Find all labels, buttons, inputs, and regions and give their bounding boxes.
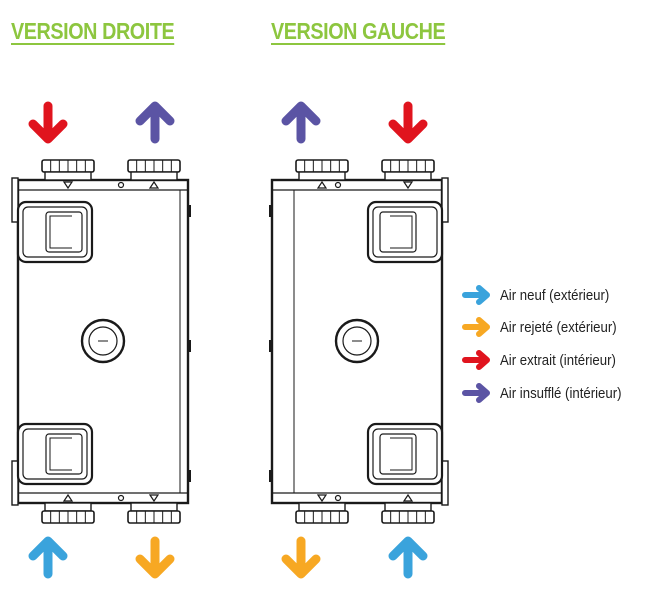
legend-label: Air insufflé (intérieur) bbox=[500, 384, 622, 402]
arrow-shape bbox=[462, 285, 490, 305]
arrow-right-icon bbox=[462, 285, 490, 305]
legend-label: Air neuf (extérieur) bbox=[500, 286, 610, 304]
title-version-droite: VERSION DROITE bbox=[11, 18, 175, 44]
legend-item-air-rejete: Air rejeté (extérieur) bbox=[462, 316, 633, 338]
arrow-air-rejete-icon bbox=[135, 536, 175, 579]
arrow-right-icon bbox=[462, 317, 490, 337]
arrow-air-neuf-icon bbox=[28, 536, 68, 579]
arrow-air-extrait-icon bbox=[388, 101, 428, 144]
arrow-shape bbox=[462, 317, 490, 337]
arrow-shape bbox=[462, 383, 490, 403]
legend-label: Air rejeté (extérieur) bbox=[500, 318, 617, 336]
arrow-right-icon bbox=[462, 350, 490, 370]
title-version-gauche: VERSION GAUCHE bbox=[271, 18, 446, 44]
unit-version-droite bbox=[11, 159, 191, 524]
legend-label: Air extrait (intérieur) bbox=[500, 351, 616, 369]
legend-item-air-insuffle: Air insufflé (intérieur) bbox=[462, 382, 638, 404]
arrow-air-neuf-icon bbox=[388, 536, 428, 579]
arrow-air-insuffle-icon bbox=[135, 101, 175, 144]
legend-item-air-extrait: Air extrait (intérieur) bbox=[462, 349, 632, 371]
arrow-air-insuffle-icon bbox=[281, 101, 321, 144]
legend-item-air-neuf: Air neuf (extérieur) bbox=[462, 284, 624, 306]
arrow-right-icon bbox=[462, 383, 490, 403]
arrow-shape bbox=[462, 350, 490, 370]
arrow-air-extrait-icon bbox=[28, 101, 68, 144]
arrow-air-rejete-icon bbox=[281, 536, 321, 579]
unit-version-gauche bbox=[269, 159, 449, 524]
